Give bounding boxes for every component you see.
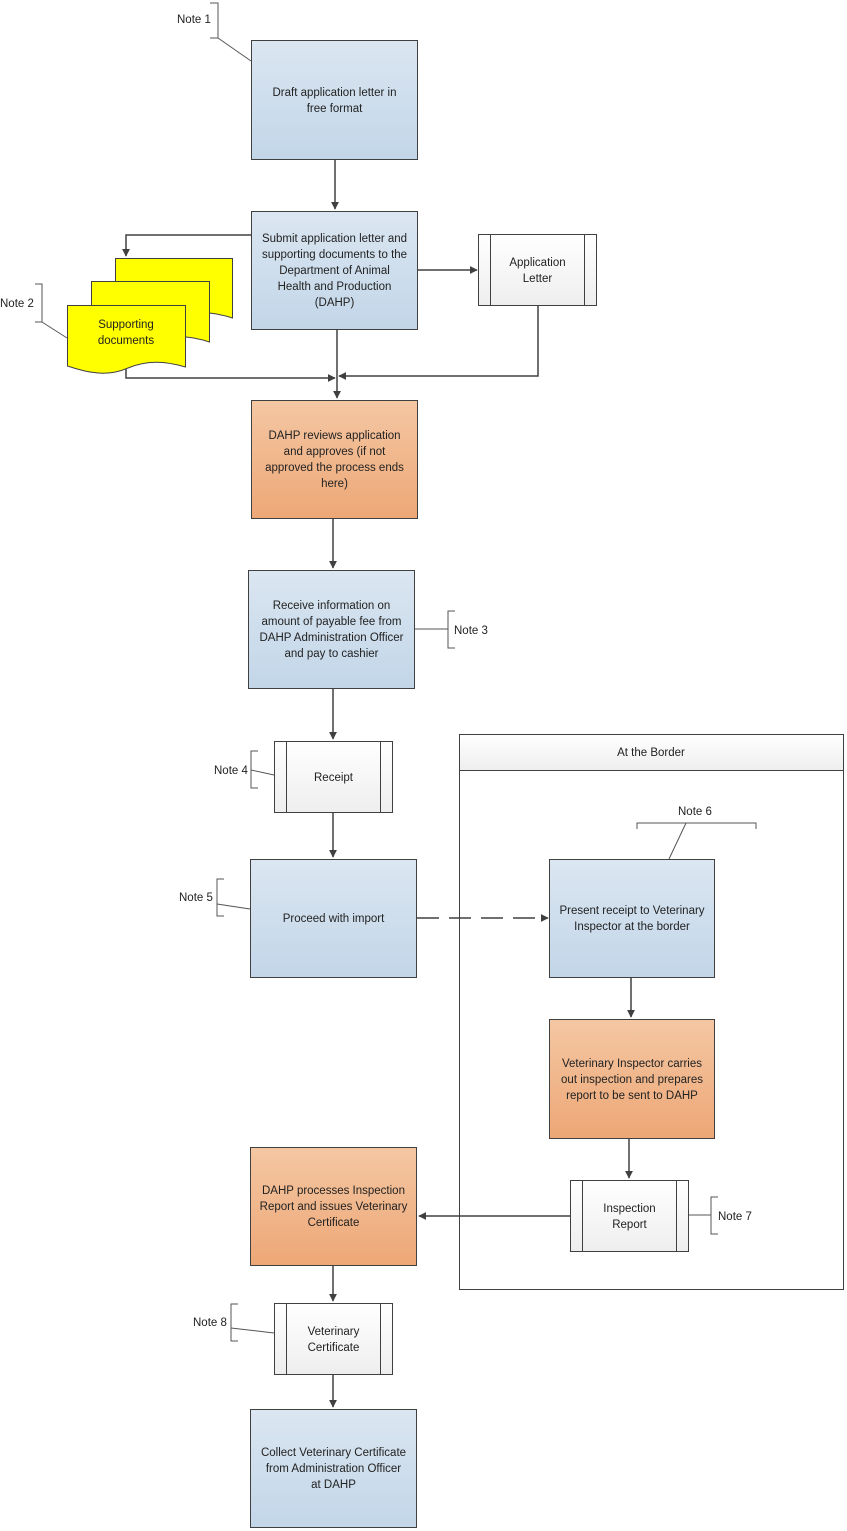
annotation-note-7: Note 7 bbox=[689, 1196, 752, 1235]
annotation-note-4: Note 4 bbox=[214, 750, 275, 789]
annotation-note-6: Note 6 bbox=[636, 806, 757, 860]
collect-line: from Administration Officer bbox=[266, 1463, 401, 1475]
receive-fee-line: DAHP Administration Officer bbox=[259, 632, 403, 644]
supporting-documents-line: Supporting bbox=[98, 319, 154, 331]
review-line: and approves (if not bbox=[284, 446, 386, 458]
process-report-line: Certificate bbox=[308, 1217, 360, 1229]
inspection-report-line: Inspection bbox=[603, 1203, 655, 1215]
annotation-note-2: Note 2 bbox=[0, 283, 68, 339]
annotation-note-5: Note 5 bbox=[179, 878, 251, 917]
annotation-note-8: Note 8 bbox=[193, 1303, 275, 1342]
connector-submit-to-supporting-documents bbox=[122, 234, 251, 257]
step-proceed-with-import: Proceed with import bbox=[250, 859, 417, 978]
process-report-line: DAHP processes Inspection bbox=[262, 1185, 405, 1197]
present-receipt-line: Present receipt to Veterinary bbox=[559, 905, 704, 917]
step-collect-certificate-label: Collect Veterinary Certificate from Admin… bbox=[261, 1447, 406, 1491]
process-report-line: Report and issues Veterinary bbox=[260, 1201, 408, 1213]
submit-line: supporting documents to the bbox=[262, 249, 407, 261]
step-veterinary-inspection-label: Veterinary Inspector carries out inspecti… bbox=[561, 1058, 703, 1102]
submit-line: Health and Production bbox=[278, 281, 392, 293]
document-receipt: Receipt bbox=[274, 741, 393, 813]
inspection-line: report to be sent to DAHP bbox=[566, 1090, 698, 1102]
step-collect-certificate: Collect Veterinary Certificate from Admin… bbox=[250, 1409, 417, 1528]
step-receive-fee-information-label: Receive information on amount of payable … bbox=[259, 600, 403, 660]
proceed-line: Proceed with import bbox=[283, 913, 385, 925]
document-supporting-documents-label: Supporting documents bbox=[98, 319, 155, 347]
receive-fee-line: and pay to cashier bbox=[285, 648, 379, 660]
review-line: approved the process ends bbox=[265, 462, 404, 474]
note-7-label: Note 7 bbox=[718, 1211, 752, 1223]
note-8-label: Note 8 bbox=[193, 1317, 227, 1329]
submit-line: Submit application letter and bbox=[262, 233, 407, 245]
present-receipt-line: Inspector at the border bbox=[574, 921, 690, 933]
receipt-line: Receipt bbox=[314, 772, 354, 784]
step-dahp-review-label: DAHP reviews application and approves (if… bbox=[265, 430, 404, 490]
note-3-label: Note 3 bbox=[454, 625, 488, 637]
step-veterinary-inspection: Veterinary Inspector carries out inspecti… bbox=[549, 1019, 715, 1139]
step-proceed-with-import-label: Proceed with import bbox=[283, 913, 385, 925]
receive-fee-line: amount of payable fee from bbox=[262, 616, 402, 628]
note-2-label: Note 2 bbox=[0, 298, 34, 310]
step-draft-application: Draft application letter in free format bbox=[251, 40, 418, 160]
collect-line: Collect Veterinary Certificate bbox=[261, 1447, 406, 1459]
draft-line: Draft application letter in bbox=[272, 87, 396, 99]
vet-certificate-line: Certificate bbox=[308, 1342, 360, 1354]
connectors bbox=[122, 160, 635, 1408]
draft-line: free format bbox=[307, 103, 363, 115]
step-submit-application-label: Submit application letter and supporting … bbox=[262, 233, 407, 309]
supporting-documents-line: documents bbox=[98, 335, 155, 347]
receive-fee-line: Receive information on bbox=[273, 600, 391, 612]
note-4-label: Note 4 bbox=[214, 765, 248, 777]
note-1-label: Note 1 bbox=[177, 14, 211, 26]
review-line: here) bbox=[321, 478, 348, 490]
application-letter-line: Application bbox=[509, 257, 565, 269]
inspection-report-line: Report bbox=[612, 1219, 647, 1231]
document-receipt-label: Receipt bbox=[314, 772, 354, 784]
annotation-note-1: Note 1 bbox=[177, 2, 252, 62]
review-line: DAHP reviews application bbox=[268, 430, 400, 442]
submit-line: (DAHP) bbox=[315, 297, 355, 309]
collect-line: at DAHP bbox=[311, 1479, 356, 1491]
connector-supporting-documents-to-review bbox=[125, 365, 336, 382]
border-container-title: At the Border bbox=[617, 747, 685, 759]
document-supporting-documents: Supporting documents bbox=[67, 258, 233, 374]
step-receive-fee-information: Receive information on amount of payable … bbox=[248, 570, 415, 689]
note-5-label: Note 5 bbox=[179, 892, 213, 904]
submit-line: Department of Animal bbox=[279, 265, 390, 277]
application-letter-line: Letter bbox=[523, 273, 553, 285]
step-draft-application-label: Draft application letter in free format bbox=[272, 87, 396, 115]
step-submit-application: Submit application letter and supporting … bbox=[251, 211, 418, 330]
note-6-label: Note 6 bbox=[678, 806, 712, 818]
vet-certificate-line: Veterinary bbox=[308, 1326, 360, 1338]
inspection-line: Veterinary Inspector carries bbox=[562, 1058, 702, 1070]
inspection-line: out inspection and prepares bbox=[561, 1074, 703, 1086]
connector-application-letter-to-review bbox=[338, 306, 539, 380]
step-dahp-review: DAHP reviews application and approves (if… bbox=[251, 400, 418, 519]
annotation-note-3: Note 3 bbox=[415, 610, 488, 649]
